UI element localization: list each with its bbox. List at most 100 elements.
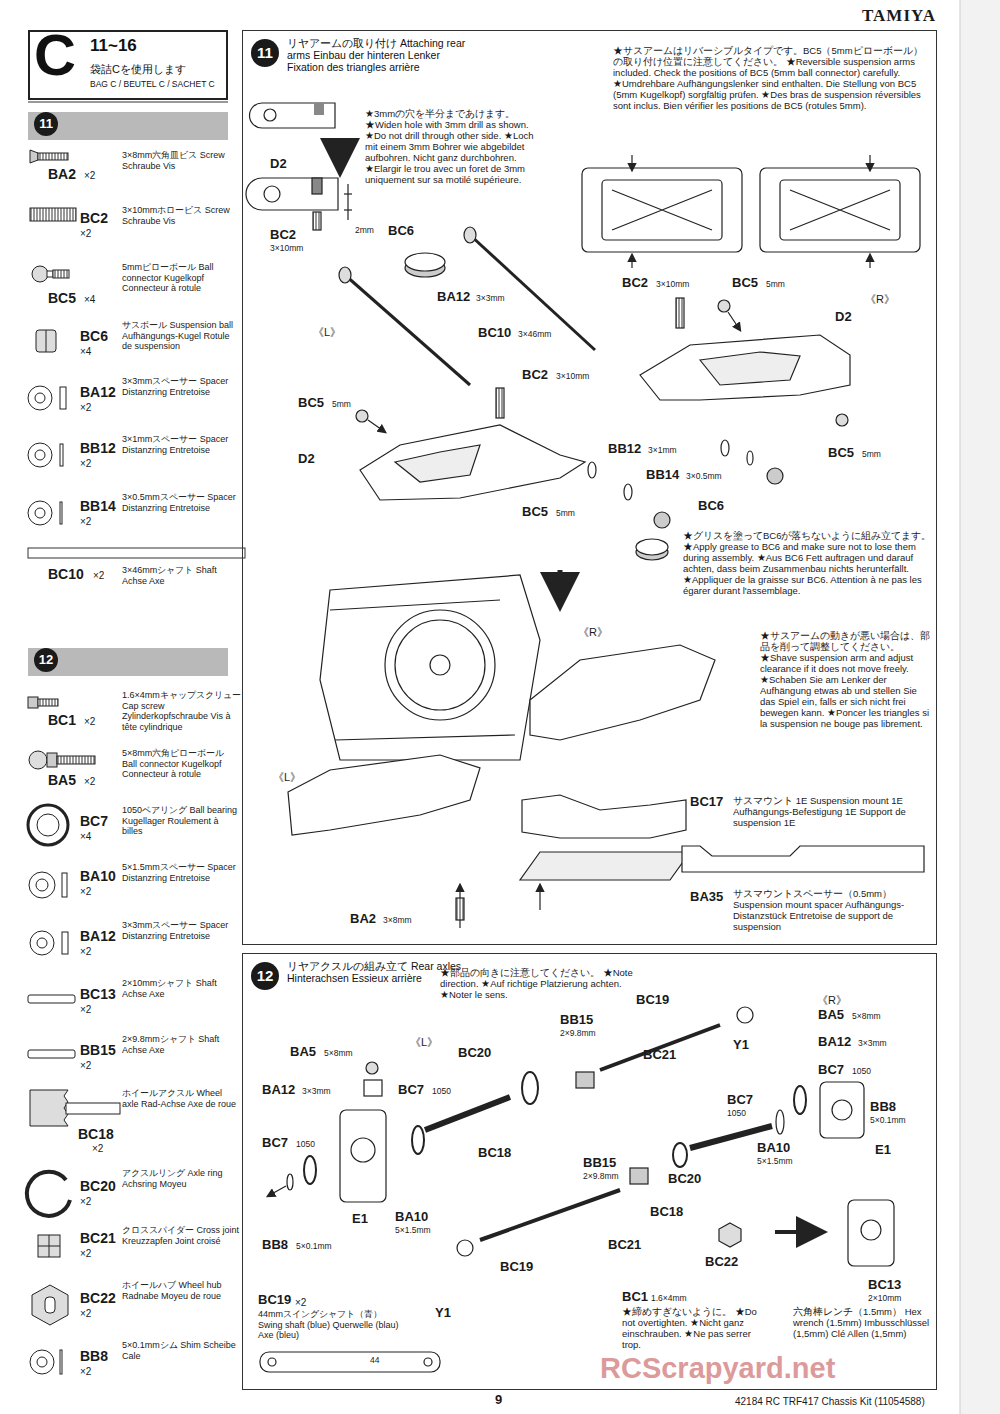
step12-illustration (457, 1240, 473, 1256)
dimension: 3×46mm (518, 330, 551, 340)
part-code: D2 (835, 310, 852, 325)
step12-illustration (304, 1156, 316, 1184)
step11-illustration (718, 300, 730, 312)
dimension: 1050 (852, 1067, 871, 1077)
step11-illustration (631, 255, 632, 268)
section-letter: C (34, 26, 76, 84)
step11-illustration (869, 155, 870, 170)
part-code: BC20 (80, 1178, 116, 1194)
part-code: BC2 (80, 210, 108, 226)
step11-illustration (320, 575, 540, 760)
quantity: ×2 (80, 1308, 91, 1320)
page-edge (960, 0, 1000, 1414)
step12-illustration (576, 1072, 594, 1088)
step11-illustration (760, 168, 920, 252)
parts-icons (28, 1050, 75, 1058)
part-code: BB8 (80, 1348, 108, 1364)
step11-illustration (539, 885, 540, 910)
part-code: BA10 (757, 1141, 790, 1156)
part-description: 5×8mm六角ピローボール Ball connector Kugelkopf C… (122, 748, 240, 780)
part-code: BA5 (290, 1045, 316, 1060)
step12-illustration (340, 1110, 386, 1202)
step-range: 11~16 (90, 36, 137, 56)
parts-icons (60, 502, 62, 524)
parts-icons (37, 1357, 47, 1367)
parts-icons (38, 1235, 60, 1257)
instruction-note: 六角棒レンチ（1.5mm） Hex wrench (1.5mm) Imbussc… (793, 1306, 933, 1339)
part-code: BC2 (270, 228, 296, 243)
step11-illustration (631, 155, 632, 170)
step11-illustration (682, 846, 924, 872)
step12-illustration (366, 1062, 378, 1074)
parts-icons (37, 938, 47, 948)
part-description: クロススパイダー Cross joint Kreuzzapfen Joint c… (122, 1225, 240, 1246)
step12-illustration (412, 1126, 424, 1154)
part-code: BB12 (80, 440, 116, 456)
step11-illustration (612, 190, 712, 230)
step11-illustration (464, 227, 476, 243)
parts-icons (27, 1172, 70, 1216)
step11-illustration (385, 610, 495, 720)
part-code: BC1 (48, 712, 76, 728)
instruction-note: ★サスアームはリバーシブルタイプです。BC5（5mmピローボール）の取り付け位置… (613, 45, 925, 111)
bag-note: BAG C / BEUTEL C / SACHET C (90, 79, 215, 89)
step12-illustration (268, 1186, 286, 1196)
parts-icons (35, 393, 45, 403)
quantity: ×2 (80, 1248, 91, 1260)
quantity: ×2 (80, 458, 91, 470)
part-code: BA5 (48, 772, 76, 788)
footer-code: 42184 RC TRF417 Chassis Kit (11054588) (735, 1396, 925, 1408)
part-description: サスボール Suspension ball Aufhängungs-Kugel … (122, 320, 240, 352)
side-marker: 《L》 (273, 771, 301, 784)
part-description: 5×1.5mmスペーサー Spacer Distanzring Entretoi… (122, 862, 240, 883)
part-code: BB14 (80, 498, 116, 514)
part-code: Y1 (733, 1038, 749, 1053)
part-code: BC7 (398, 1083, 424, 1098)
step11-illustration (246, 178, 338, 210)
side-marker: 《R》 (578, 626, 608, 639)
step12-illustration (424, 1358, 432, 1366)
part-code: BC22 (705, 1255, 738, 1270)
step12-illustration (794, 1086, 806, 1114)
side-marker: 《R》 (817, 994, 847, 1007)
step11-illustration (721, 440, 729, 456)
part-description: 5×0.1mmシム Shim Scheibe Cale (122, 1340, 240, 1361)
part-code: BC10 (478, 326, 511, 341)
quantity: ×2 (80, 228, 91, 240)
step11-illustration (360, 425, 585, 500)
parts-icons (30, 150, 38, 163)
parts-icons (45, 1297, 55, 1313)
step11-illustration (520, 852, 690, 880)
dimension: 44 (370, 1356, 379, 1366)
quantity: ×2 (80, 886, 91, 898)
part-code: E1 (875, 1143, 891, 1158)
part-code: BC6 (80, 328, 108, 344)
dimension: 5mm (862, 450, 881, 460)
instruction-note: サスマウントスペーサー（0.5mm） Suspension mount spac… (733, 888, 933, 932)
part-description: 3×1mmスペーサー Spacer Distanzring Entretoise (122, 434, 240, 455)
quantity: ×2 (80, 1366, 91, 1378)
part-code: BC7 (727, 1093, 753, 1108)
step12-illustration (287, 1174, 293, 1190)
step12-illustration (425, 1097, 510, 1130)
quantity: ×2 (80, 516, 91, 528)
step12-illustration (260, 1352, 440, 1372)
part-code: BA12 (262, 1083, 295, 1098)
step12-illustration (861, 1220, 881, 1240)
part-code: BC1 (622, 1290, 648, 1305)
parts-icons (28, 697, 38, 708)
step11-illustration (836, 414, 848, 426)
parts-icons (36, 879, 48, 891)
step12-illustration (630, 1168, 648, 1184)
step11-illustration (747, 451, 753, 465)
step12-illustration (268, 1358, 276, 1366)
step11-illustration (330, 600, 515, 740)
parts-icons (28, 501, 52, 525)
parts-icons (30, 931, 54, 955)
column-divider (28, 548, 245, 558)
step11-illustration (339, 267, 351, 283)
parts-icons (38, 153, 68, 160)
part-code: E1 (352, 1212, 368, 1227)
step11-illustration (264, 109, 276, 121)
step11-illustration (338, 138, 343, 168)
